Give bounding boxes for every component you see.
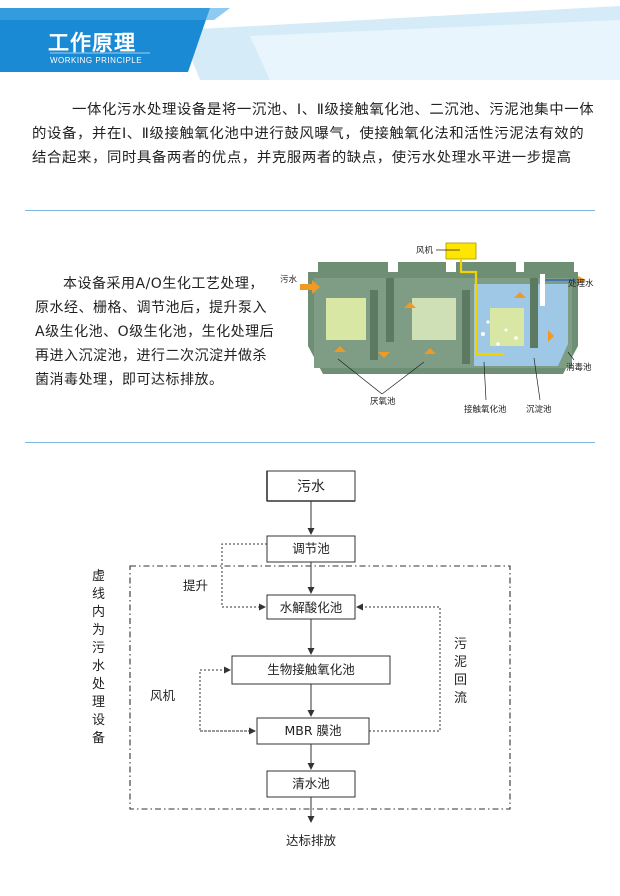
svg-text:虚: 虚 bbox=[92, 569, 105, 584]
divider-top bbox=[25, 210, 595, 211]
flow-label-sludge-return: 污 泥 回 流 bbox=[454, 637, 467, 706]
header-banner bbox=[0, 6, 620, 80]
tank-label-fan: 风机 bbox=[416, 245, 434, 256]
flow-label-dashed-note: 虚 线 内 为 污 水 处 理 设 备 bbox=[92, 569, 105, 746]
tank-label-inlet: 污水 bbox=[280, 274, 298, 285]
svg-text:设: 设 bbox=[92, 713, 105, 728]
svg-text:污: 污 bbox=[454, 637, 467, 652]
flow-box-hydrolysis: 水解酸化池 bbox=[280, 600, 343, 615]
tank-label-contact-oxidation: 接触氧化池 bbox=[464, 404, 507, 415]
flow-box-mbr: MBR 膜池 bbox=[284, 723, 342, 738]
divider-bottom bbox=[25, 442, 595, 443]
process-flowchart: 污水 调节池 水解酸化池 生物接触氧化池 MBR 膜池 清水池 达标排放 提升 … bbox=[92, 470, 511, 848]
svg-text:为: 为 bbox=[92, 623, 105, 638]
tank-label-outlet: 处理水 bbox=[568, 278, 594, 289]
flow-box-regulating: 调节池 bbox=[292, 541, 330, 556]
svg-text:理: 理 bbox=[92, 695, 105, 710]
tank-label-sedimentation: 沉淀池 bbox=[526, 404, 552, 415]
process-paragraph: 本设备采用A/O生化工艺处理，原水经、栅格、调节池后，提升泵入A级生化池、O级生… bbox=[35, 276, 275, 388]
svg-text:水: 水 bbox=[92, 659, 105, 674]
tank-diagram: 风机 污水 处理水 厌氧池 接触氧化池 沉淀池 消毒池 bbox=[280, 242, 594, 415]
flow-box-clear-water: 清水池 bbox=[292, 776, 330, 791]
svg-text:备: 备 bbox=[92, 730, 105, 746]
tank-label-disinfection: 消毒池 bbox=[566, 362, 592, 373]
page-subtitle: WORKING PRINCIPLE bbox=[50, 56, 143, 65]
tank-label-anaerobic: 厌氧池 bbox=[370, 396, 396, 407]
flow-box-bio-contact: 生物接触氧化池 bbox=[267, 662, 355, 677]
flow-label-discharge: 达标排放 bbox=[286, 833, 337, 848]
intro-paragraph: 一体化污水处理设备是将一沉池、Ⅰ、Ⅱ级接触氧化池、二沉池、污泥池集中一体的设备，… bbox=[32, 102, 595, 166]
svg-text:处: 处 bbox=[92, 677, 105, 692]
flow-label-fan: 风机 bbox=[150, 688, 176, 703]
svg-text:回: 回 bbox=[454, 673, 467, 688]
svg-text:泥: 泥 bbox=[454, 655, 467, 670]
flow-box-sewage: 污水 bbox=[297, 479, 325, 495]
svg-text:线: 线 bbox=[92, 587, 105, 602]
svg-text:内: 内 bbox=[92, 604, 105, 620]
svg-text:污: 污 bbox=[92, 641, 105, 656]
page-title: 工作原理 bbox=[48, 31, 136, 55]
svg-text:流: 流 bbox=[454, 691, 467, 706]
flow-label-lift: 提升 bbox=[183, 578, 208, 593]
